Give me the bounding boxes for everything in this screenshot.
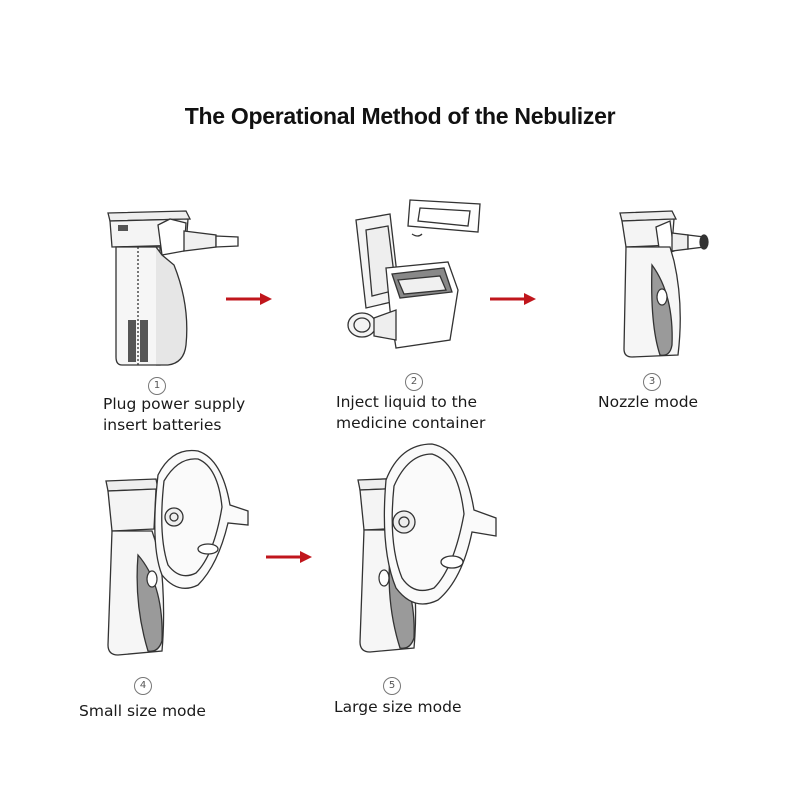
nebulizer-nozzle-icon xyxy=(619,210,709,358)
step-number: 5 xyxy=(383,677,401,695)
step-number: 1 xyxy=(148,377,166,395)
step-caption: Small size mode xyxy=(79,701,206,722)
step-caption: Inject liquid to the medicine container xyxy=(336,392,485,434)
step-caption: Plug power supply insert batteries xyxy=(103,394,245,436)
caption-line: Inject liquid to the xyxy=(336,393,478,411)
caption-line: Nozzle mode xyxy=(598,393,699,411)
caption-line: Large size mode xyxy=(334,698,462,716)
caption-line: medicine container xyxy=(336,414,486,432)
caption-line: Small size mode xyxy=(79,702,206,720)
medicine-container-open-icon xyxy=(347,199,481,349)
page-title: The Operational Method of the Nebulizer xyxy=(184,103,616,129)
caption-line: Plug power supply xyxy=(103,395,246,413)
nebulizer-large-mask-icon xyxy=(357,443,497,653)
red-arrow-icon xyxy=(226,293,272,305)
red-arrow-icon xyxy=(266,551,312,563)
nebulizer-small-mask-icon xyxy=(105,449,249,656)
step-number: 3 xyxy=(643,373,661,391)
step-caption: Large size mode xyxy=(334,697,461,718)
step-caption: Nozzle mode xyxy=(598,392,698,413)
step-number: 4 xyxy=(134,677,152,695)
nebulizer-disassembled-icon xyxy=(107,210,239,366)
red-arrow-icon xyxy=(490,293,536,305)
caption-line: insert batteries xyxy=(103,416,222,434)
step-number: 2 xyxy=(405,373,423,391)
